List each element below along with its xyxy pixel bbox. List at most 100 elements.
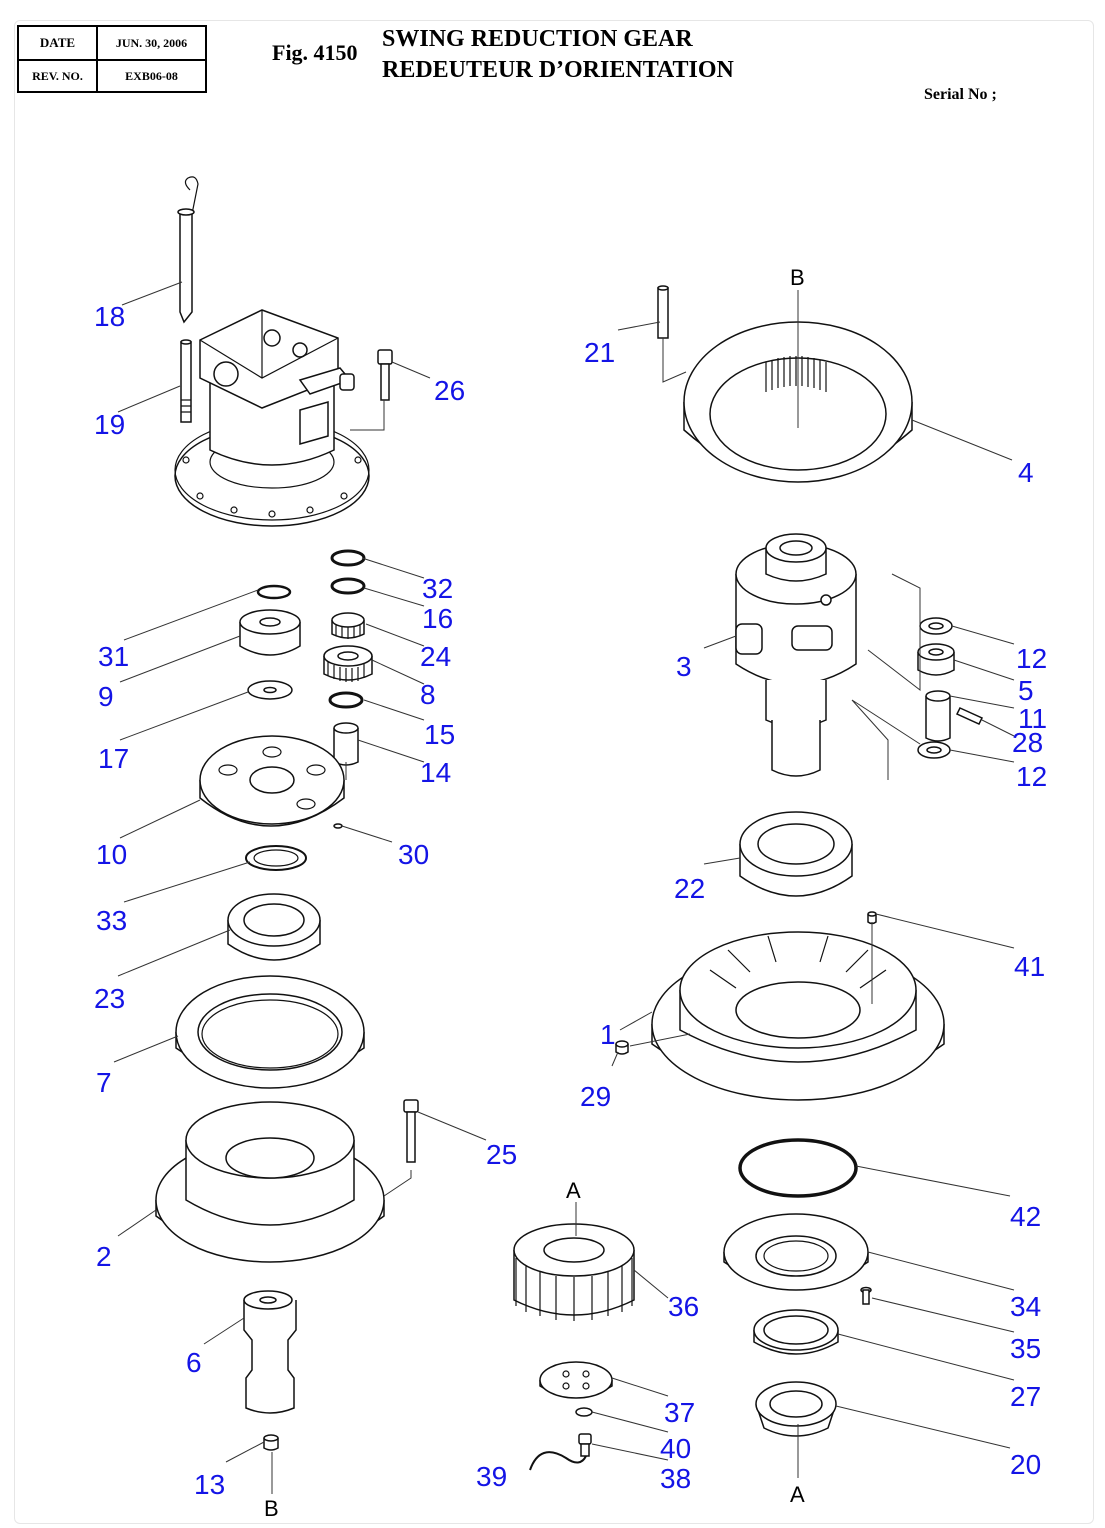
callout-6[interactable]: 6 xyxy=(186,1347,202,1378)
callout-40[interactable]: 40 xyxy=(660,1433,691,1464)
callout-33[interactable]: 33 xyxy=(96,905,127,936)
callout-35[interactable]: 35 xyxy=(1010,1333,1041,1364)
swing-motor-part xyxy=(174,309,370,527)
planet-carrier-3-part xyxy=(735,533,857,777)
thrust-washer-12-bottom-part xyxy=(917,741,951,759)
bearing-22-part xyxy=(739,811,853,897)
collar-20-part xyxy=(755,1381,837,1437)
callout-12-bottom[interactable]: 12 xyxy=(1016,761,1047,792)
ring-gear-7-part xyxy=(175,975,365,1089)
callout-39[interactable]: 39 xyxy=(476,1461,507,1492)
callout-11[interactable]: 11 xyxy=(1018,703,1047,734)
callout-17[interactable]: 17 xyxy=(98,743,129,774)
carrier-plate-10-part xyxy=(199,735,345,827)
pin-11-part xyxy=(925,690,951,742)
ref-letter-b-top: B xyxy=(790,265,805,290)
pinion-36-part xyxy=(513,1223,635,1321)
callout-7[interactable]: 7 xyxy=(96,1067,112,1098)
bolt-19-part xyxy=(180,339,192,423)
bearing-24-part xyxy=(331,612,365,639)
revision-table: DATE JUN. 30, 2006 REV. NO. EXB06-08 xyxy=(17,25,207,93)
callout-30[interactable]: 30 xyxy=(398,839,429,870)
bolt-25-part xyxy=(403,1099,419,1163)
callout-20[interactable]: 20 xyxy=(1010,1449,1041,1480)
title-english: SWING REDUCTION GEAR xyxy=(382,26,693,52)
plug-13-part xyxy=(263,1434,279,1451)
callout-38[interactable]: 38 xyxy=(660,1463,691,1494)
callout-22[interactable]: 22 xyxy=(674,873,705,904)
planet-gear-5-part xyxy=(917,643,955,676)
callout-31[interactable]: 31 xyxy=(98,641,129,672)
pin-30-part xyxy=(333,823,343,829)
ring-15-part xyxy=(328,691,364,709)
callout-19[interactable]: 19 xyxy=(94,409,125,440)
seal-cover-34-part xyxy=(723,1213,869,1291)
date-label: DATE xyxy=(39,35,76,50)
lock-wire-39-part xyxy=(529,1451,587,1471)
ring-gear-4-part xyxy=(683,321,913,483)
callout-37[interactable]: 37 xyxy=(664,1397,695,1428)
bolt-38-part xyxy=(578,1433,592,1457)
title-french: REDEUTEUR D’ORIENTATION xyxy=(382,57,734,83)
callout-25[interactable]: 25 xyxy=(486,1139,517,1170)
callout-34[interactable]: 34 xyxy=(1010,1291,1041,1322)
bearing-23-part xyxy=(227,893,321,961)
callout-2[interactable]: 2 xyxy=(96,1241,112,1272)
callout-1[interactable]: 1 xyxy=(600,1019,616,1050)
date-value: JUN. 30, 2006 xyxy=(115,35,188,50)
o-ring-42-part xyxy=(738,1138,858,1198)
sun-shaft-6-part xyxy=(243,1290,297,1414)
callout-18[interactable]: 18 xyxy=(94,301,125,332)
leader-lines xyxy=(113,281,1015,1494)
callout-14[interactable]: 14 xyxy=(420,757,451,788)
callout-41[interactable]: 41 xyxy=(1014,951,1045,982)
spring-pin-28-part xyxy=(955,707,984,725)
callout-8[interactable]: 8 xyxy=(420,679,436,710)
callout-4[interactable]: 4 xyxy=(1018,457,1034,488)
pin-14-part xyxy=(333,722,359,766)
washer-40-part xyxy=(575,1407,593,1417)
callout-28[interactable]: 28 xyxy=(1012,727,1043,758)
plug-41-part xyxy=(867,911,877,925)
callout-12-top[interactable]: 12 xyxy=(1016,643,1047,674)
bolt-26-part xyxy=(377,349,393,401)
callout-10[interactable]: 10 xyxy=(96,839,127,870)
callout-36[interactable]: 36 xyxy=(668,1291,699,1322)
callout-29[interactable]: 29 xyxy=(580,1081,611,1112)
ref-letter-b-bottom: B xyxy=(264,1496,279,1521)
gear-9-part xyxy=(239,609,301,656)
dipstick-part xyxy=(177,176,199,324)
plug-29-part xyxy=(615,1040,629,1055)
thrust-washer-17-part xyxy=(247,680,293,700)
plate-37-part xyxy=(539,1361,613,1399)
thrust-washer-12-top-part xyxy=(919,617,953,635)
callout-23[interactable]: 23 xyxy=(94,983,125,1014)
callout-5[interactable]: 5 xyxy=(1018,675,1034,706)
pin-21-part xyxy=(657,285,669,339)
housing-1-part xyxy=(651,931,945,1101)
housing-2-part xyxy=(155,1101,385,1263)
ref-letter-a-top: A xyxy=(566,1178,581,1203)
callout-9[interactable]: 9 xyxy=(98,681,114,712)
callout-15[interactable]: 15 xyxy=(424,719,455,750)
callout-42[interactable]: 42 xyxy=(1010,1201,1041,1232)
callout-21[interactable]: 21 xyxy=(584,337,615,368)
ref-letter-a-bottom: A xyxy=(790,1482,805,1507)
callout-16[interactable]: 16 xyxy=(422,603,453,634)
callout-32[interactable]: 32 xyxy=(422,573,453,604)
table-divider xyxy=(19,59,205,61)
oil-seal-27-part xyxy=(753,1309,839,1355)
snap-ring-33-part xyxy=(245,845,307,871)
callout-26[interactable]: 26 xyxy=(434,375,465,406)
callout-24[interactable]: 24 xyxy=(420,641,451,672)
ring-32-part xyxy=(330,549,366,567)
ring-16-part xyxy=(330,577,366,595)
snap-ring-31-part xyxy=(256,584,292,600)
planet-gear-8-part xyxy=(323,645,373,682)
rev-label: REV. NO. xyxy=(32,68,83,83)
callout-13[interactable]: 13 xyxy=(194,1469,225,1500)
rev-value: EXB06-08 xyxy=(125,68,178,83)
callout-3[interactable]: 3 xyxy=(676,651,692,682)
callout-27[interactable]: 27 xyxy=(1010,1381,1041,1412)
